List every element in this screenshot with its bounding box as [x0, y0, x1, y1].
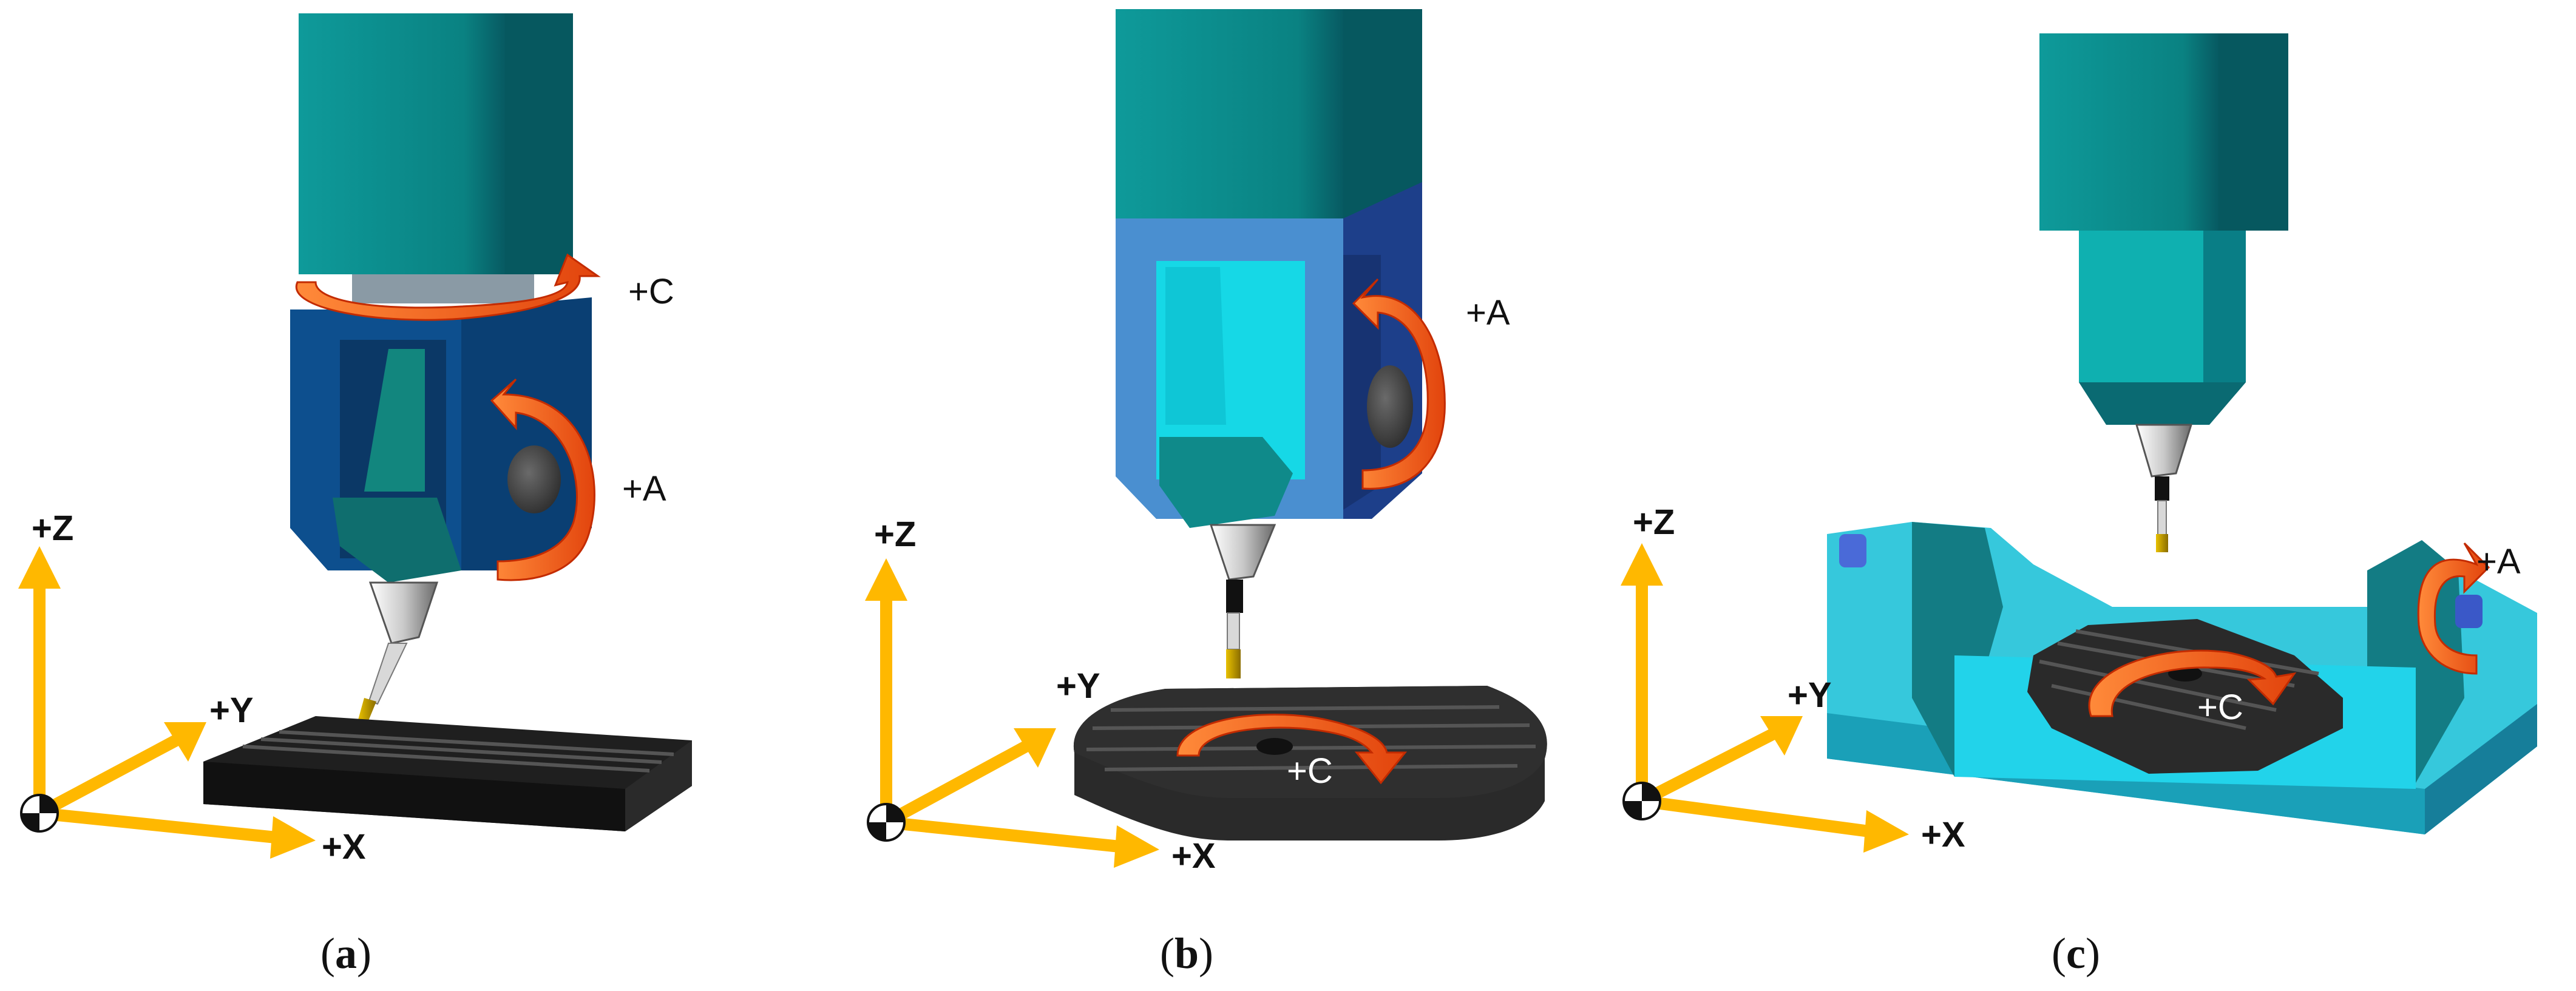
a-axis-disk	[1367, 365, 1413, 448]
axis-z-label-b: +Z	[874, 515, 916, 554]
caption-c: (c)	[2052, 929, 2100, 978]
axis-z-label-c: +Z	[1633, 502, 1675, 542]
axis-y-label-a: +Y	[209, 691, 254, 730]
coordinate-axes-b	[865, 558, 1159, 868]
fork-head	[1116, 182, 1422, 528]
caption-b: (b)	[1160, 929, 1213, 978]
c-rotation-arrow	[2088, 649, 2297, 717]
spindle-lower	[2079, 231, 2203, 382]
rotation-c-label-b: +C	[1287, 751, 1333, 791]
a-rotation-arrow	[490, 378, 595, 581]
a-axis-bearing-right	[2455, 595, 2483, 628]
probe-tool	[1209, 524, 1276, 678]
rotation-c-label-c: +C	[2197, 688, 2243, 727]
caption-a: (a)	[320, 929, 371, 978]
panel-a: +Z +Y +X +C +A (a)	[18, 13, 692, 978]
c-rotation-arrow	[1176, 714, 1408, 785]
rotation-a-label-c: +A	[2476, 542, 2521, 581]
panel-c: +Z +Y +X +A +C (c)	[1621, 33, 2537, 978]
a-rotation-arrow	[1352, 278, 1446, 490]
a-rotation-arrow	[2417, 542, 2490, 675]
rotary-table	[2027, 619, 2343, 774]
axis-y-label-c: +Y	[1788, 675, 1832, 715]
c-axis-ring	[352, 274, 534, 303]
panel-b: +Z +Y +X +A +C (b)	[865, 9, 1547, 978]
axis-x-label-a: +X	[322, 827, 366, 867]
a-axis-bearing-left	[1839, 534, 1866, 567]
coordinate-axes-c	[1621, 543, 1909, 853]
spindle-column-side	[505, 13, 573, 274]
c-rotation-arrow	[295, 253, 601, 321]
fixed-table	[203, 716, 692, 831]
probe-tool	[358, 581, 439, 722]
spindle-column-side	[1343, 9, 1422, 218]
spindle-column	[2039, 33, 2218, 231]
axis-y-label-b: +Y	[1056, 666, 1100, 706]
swivel-head	[290, 297, 592, 583]
rotation-a-label-b: +A	[1466, 293, 1510, 333]
coordinate-axes-a	[18, 546, 316, 859]
probe-tool	[2135, 424, 2193, 552]
spindle-column	[1116, 9, 1343, 218]
axis-z-label-a: +Z	[32, 509, 73, 548]
spindle-column-side	[2218, 33, 2288, 231]
spindle-column	[299, 13, 505, 274]
a-axis-disk	[507, 445, 561, 513]
axis-x-label-b: +X	[1171, 836, 1216, 876]
axis-x-label-c: +X	[1921, 815, 1965, 854]
rotation-a-label-a: +A	[622, 469, 666, 509]
rotation-c-label-a: +C	[628, 272, 674, 311]
spindle-nose	[2079, 382, 2246, 425]
